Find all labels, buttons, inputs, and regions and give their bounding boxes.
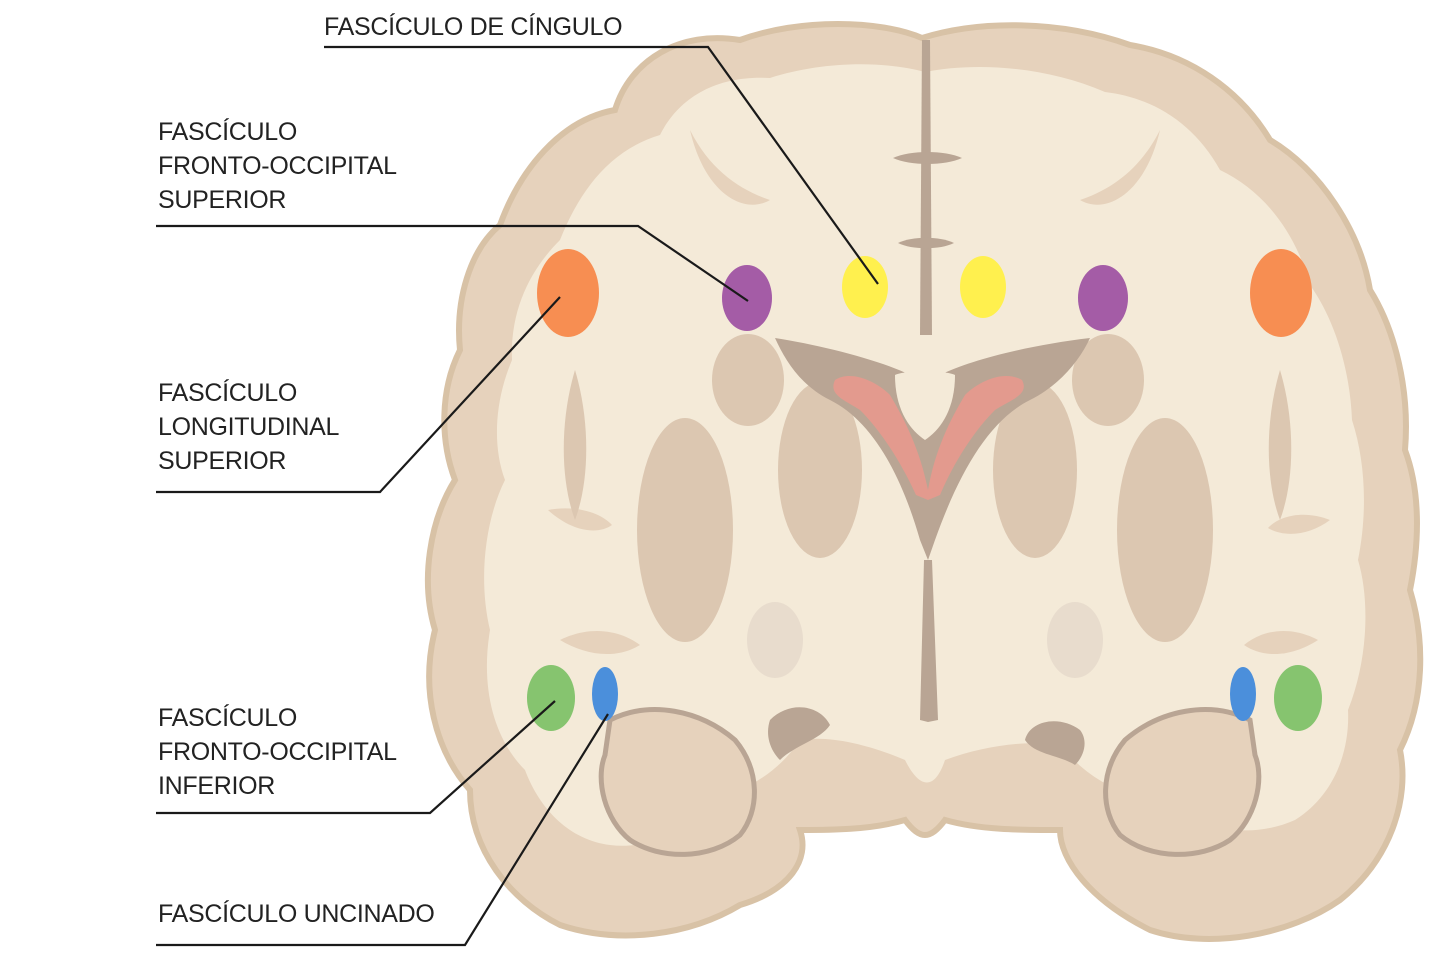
label-line: SUPERIOR xyxy=(158,183,397,217)
inferior-fronto-occipital-right xyxy=(1274,665,1322,731)
label-line: LONGITUDINAL xyxy=(158,410,339,444)
label-line: SUPERIOR xyxy=(158,444,339,478)
label-line: FRONTO-OCCIPITAL xyxy=(158,735,397,769)
label-fasciculo-longitudinal-superior: FASCÍCULO LONGITUDINAL SUPERIOR xyxy=(158,376,339,478)
label-line: FASCÍCULO DE CÍNGULO xyxy=(324,10,622,44)
label-line: FASCÍCULO UNCINADO xyxy=(158,897,435,931)
label-line: FASCÍCULO xyxy=(158,115,397,149)
superior-fronto-occipital-left xyxy=(722,265,772,331)
superior-fronto-occipital-right xyxy=(1078,265,1128,331)
label-fasciculo-uncinado: FASCÍCULO UNCINADO xyxy=(158,897,435,931)
superior-longitudinal-right xyxy=(1250,249,1312,337)
label-line: FASCÍCULO xyxy=(158,701,397,735)
label-line: FASCÍCULO xyxy=(158,376,339,410)
uncinate-right xyxy=(1230,667,1256,721)
uncinate-left xyxy=(592,667,618,721)
label-line: INFERIOR xyxy=(158,769,397,803)
label-line: FRONTO-OCCIPITAL xyxy=(158,149,397,183)
label-fasciculo-cingulo: FASCÍCULO DE CÍNGULO xyxy=(324,10,622,44)
interhemispheric-fissure xyxy=(920,40,932,335)
superior-longitudinal-left xyxy=(537,249,599,337)
cingulum-right xyxy=(960,256,1006,318)
label-fasciculo-fronto-occipital-superior: FASCÍCULO FRONTO-OCCIPITAL SUPERIOR xyxy=(158,115,397,217)
label-fasciculo-fronto-occipital-inferior: FASCÍCULO FRONTO-OCCIPITAL INFERIOR xyxy=(158,701,397,803)
